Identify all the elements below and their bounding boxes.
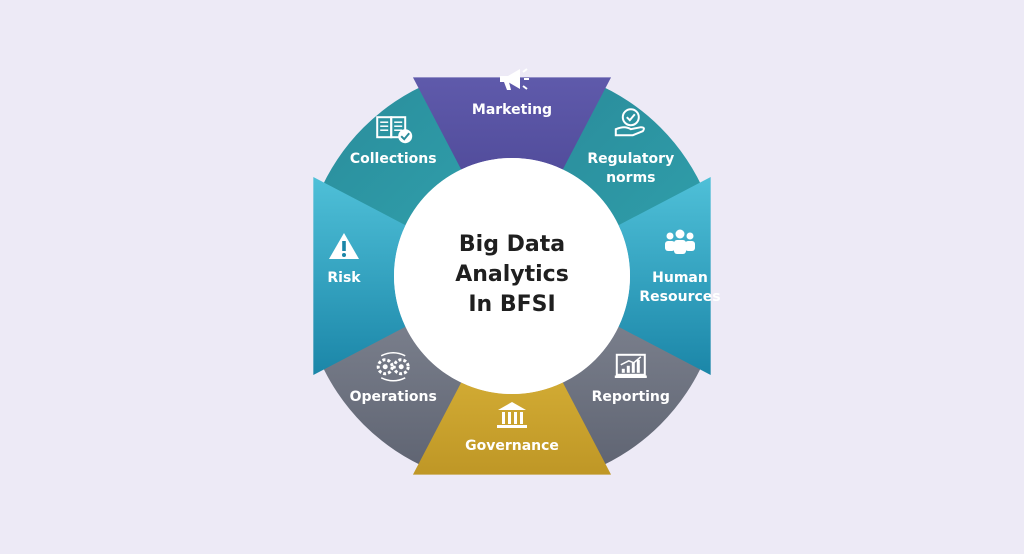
segments-layer xyxy=(313,77,711,475)
segment-label-reporting: Reporting xyxy=(592,389,670,405)
segment-group-regulatory-norms: Regulatory norms xyxy=(587,108,674,186)
segment-regulatory-norms xyxy=(557,81,707,231)
segment-risk xyxy=(313,176,406,376)
segment-group-operations: Operations xyxy=(350,352,437,405)
segment-label-marketing: Marketing xyxy=(472,102,552,118)
warning-icon xyxy=(329,233,359,259)
bank-building-icon xyxy=(497,402,527,428)
segment-label-human-resources: Human xyxy=(652,270,708,286)
labels-layer: MarketingRegulatorynormsHumanResourcesRe… xyxy=(327,68,721,454)
segment-label-operations: Operations xyxy=(350,389,437,405)
segment-governance xyxy=(412,382,612,475)
report-chart-icon xyxy=(614,353,647,379)
segment-group-risk: Risk xyxy=(327,233,361,286)
segment-group-reporting: Reporting xyxy=(592,353,670,405)
segment-label-risk: Risk xyxy=(327,270,361,286)
people-icon xyxy=(665,229,695,254)
hub-title-line-3: In BFSI xyxy=(468,292,555,317)
gears-icon xyxy=(376,352,410,382)
segment-collections xyxy=(317,81,467,231)
segment-label-governance: Governance xyxy=(465,438,559,454)
segment-operations xyxy=(317,321,467,471)
hub-title-line-1: Big Data xyxy=(459,232,565,257)
segment-group-governance: Governance xyxy=(465,402,559,454)
segment-label-collections: Collections xyxy=(350,151,437,167)
segment-marketing xyxy=(412,77,612,170)
segment-group-collections: Collections xyxy=(350,116,437,167)
ledger-check-icon xyxy=(376,116,413,144)
segment-human-resources xyxy=(618,176,711,376)
segment-group-marketing: Marketing xyxy=(472,68,552,118)
hub-title-line-2: Analytics xyxy=(455,262,569,287)
center-hub xyxy=(394,158,630,394)
segment-label-regulatory-norms: norms xyxy=(606,170,655,186)
megaphone-icon xyxy=(500,68,529,90)
segment-reporting xyxy=(557,321,707,471)
segment-label-human-resources: Resources xyxy=(639,289,720,305)
hand-badge-icon xyxy=(614,108,645,137)
segment-label-regulatory-norms: Regulatory xyxy=(587,151,674,167)
